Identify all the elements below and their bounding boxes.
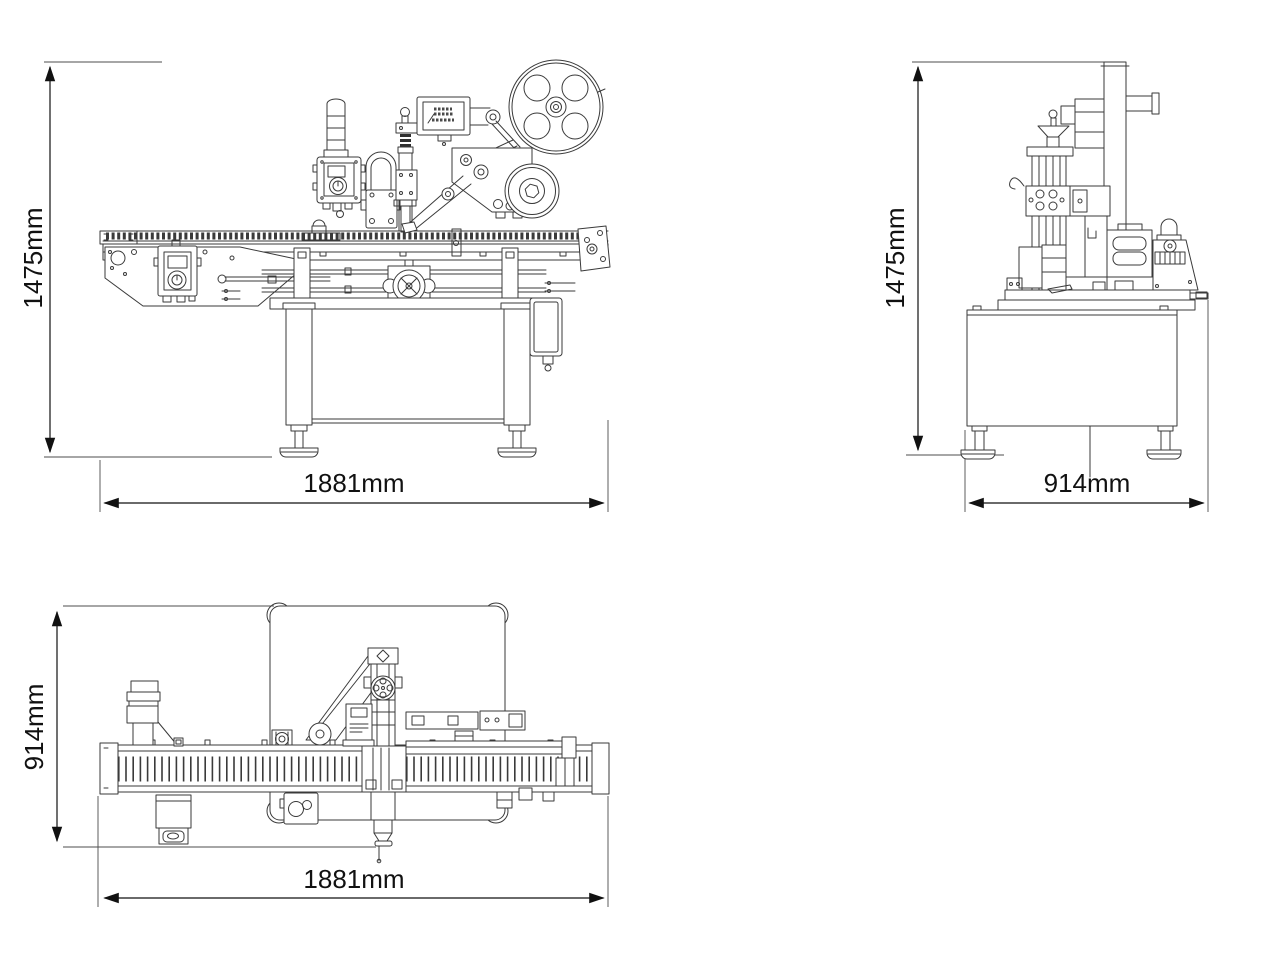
rewind-reel <box>504 163 560 219</box>
front-right-foot <box>497 424 537 458</box>
front-label-head <box>312 59 606 234</box>
support-column <box>393 107 432 233</box>
front-left-foot <box>279 424 319 458</box>
side-mid-blocks <box>1065 215 1108 278</box>
side-cabinet <box>960 305 1182 478</box>
top-view: 914mm 1881mm <box>19 602 610 907</box>
electrical-box <box>529 297 563 372</box>
adjustment-handwheel <box>1037 109 1070 148</box>
hmi-display <box>416 96 521 151</box>
front-height-label: 1475mm <box>18 207 48 308</box>
top-crank-handle <box>373 832 393 864</box>
front-width-label: 1881mm <box>303 468 404 498</box>
side-depth-dimension: 914mm <box>964 300 1209 512</box>
cross-slide-plate <box>1009 177 1111 217</box>
top-drive-motor <box>126 680 184 747</box>
drive-motor-unit <box>1152 218 1208 299</box>
top-hmi-pedestal <box>342 703 375 747</box>
top-two-hole-box <box>279 792 319 825</box>
side-machine-head <box>997 61 1209 311</box>
front-infeed-assembly <box>104 239 576 307</box>
brand-logo-icon <box>432 107 454 122</box>
top-right-units <box>405 710 577 809</box>
front-view: 1475mm 1881mm <box>18 59 611 512</box>
side-view: 1475mm 914mm <box>880 61 1209 512</box>
side-depth-label: 914mm <box>1044 468 1131 498</box>
signal-tower <box>323 98 349 158</box>
side-right-foot <box>1146 425 1182 460</box>
top-width-dimension: 1881mm <box>97 796 609 907</box>
top-labeler-assembly <box>305 647 407 864</box>
top-left-underslung-boxes <box>155 792 319 845</box>
side-height-label: 1475mm <box>880 207 910 308</box>
top-width-label: 1881mm <box>303 864 404 894</box>
side-height-dimension: 1475mm <box>880 61 1106 456</box>
top-depth-dimension: 914mm <box>19 605 376 848</box>
top-depth-label: 914mm <box>19 684 49 771</box>
front-stand <box>269 219 563 458</box>
product-sensor <box>301 219 341 241</box>
side-left-foot <box>960 425 996 460</box>
front-width-dimension: 1881mm <box>99 420 609 512</box>
unwind-reel <box>508 59 606 155</box>
carry-handle <box>365 151 398 229</box>
conveyor-controller <box>153 239 202 303</box>
front-height-dimension: 1475mm <box>18 61 272 458</box>
